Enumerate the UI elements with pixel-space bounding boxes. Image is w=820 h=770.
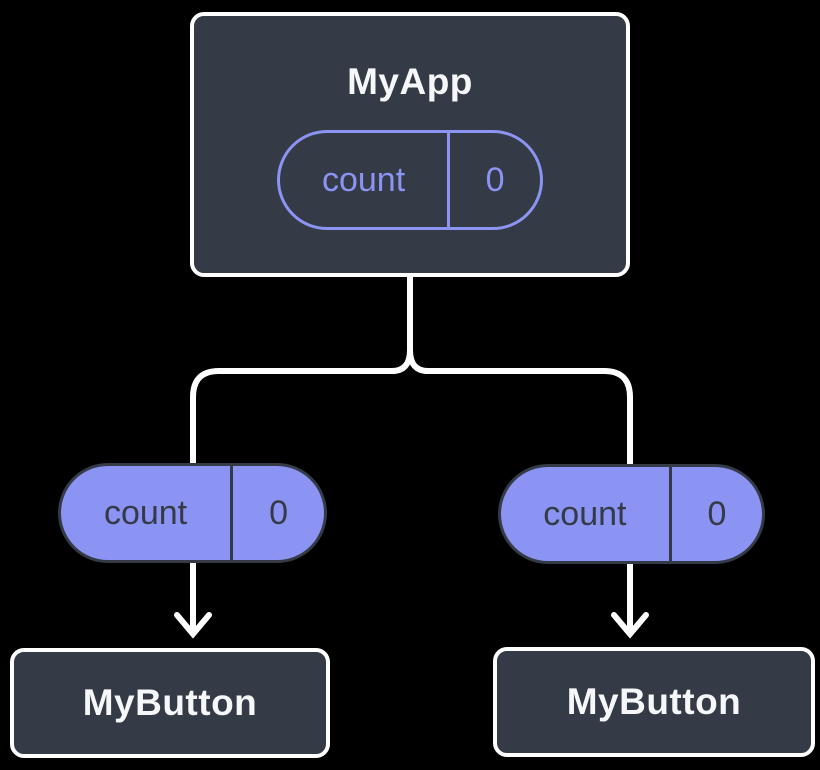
pill-divider — [447, 133, 451, 227]
prop-pill-left: count 0 — [58, 463, 327, 563]
prop-pill-value: 0 — [269, 493, 288, 532]
component-node-mybutton-left: MyButton — [10, 648, 330, 758]
component-title-myapp: MyApp — [347, 61, 473, 102]
arrow-left-head-icon — [174, 612, 212, 639]
state-pill-label: count — [321, 160, 406, 199]
arrow-right-head-icon — [611, 612, 649, 639]
component-node-myapp: MyApp count 0 — [190, 12, 630, 277]
prop-pill-label: count — [103, 493, 188, 532]
branch-line-right — [407, 267, 633, 473]
component-title-mybutton-right: MyButton — [566, 681, 742, 722]
state-pill-value: 0 — [485, 160, 505, 199]
pill-divider — [230, 466, 234, 560]
prop-pill-label: count — [543, 494, 627, 533]
pill-divider — [668, 467, 672, 561]
component-node-mybutton-right: MyButton — [493, 647, 815, 757]
state-pill-myapp: count 0 — [277, 130, 543, 230]
prop-pill-right: count 0 — [498, 464, 765, 564]
component-title-mybutton-left: MyButton — [82, 682, 258, 723]
prop-pill-value: 0 — [707, 494, 727, 533]
branch-line-left — [190, 267, 413, 473]
